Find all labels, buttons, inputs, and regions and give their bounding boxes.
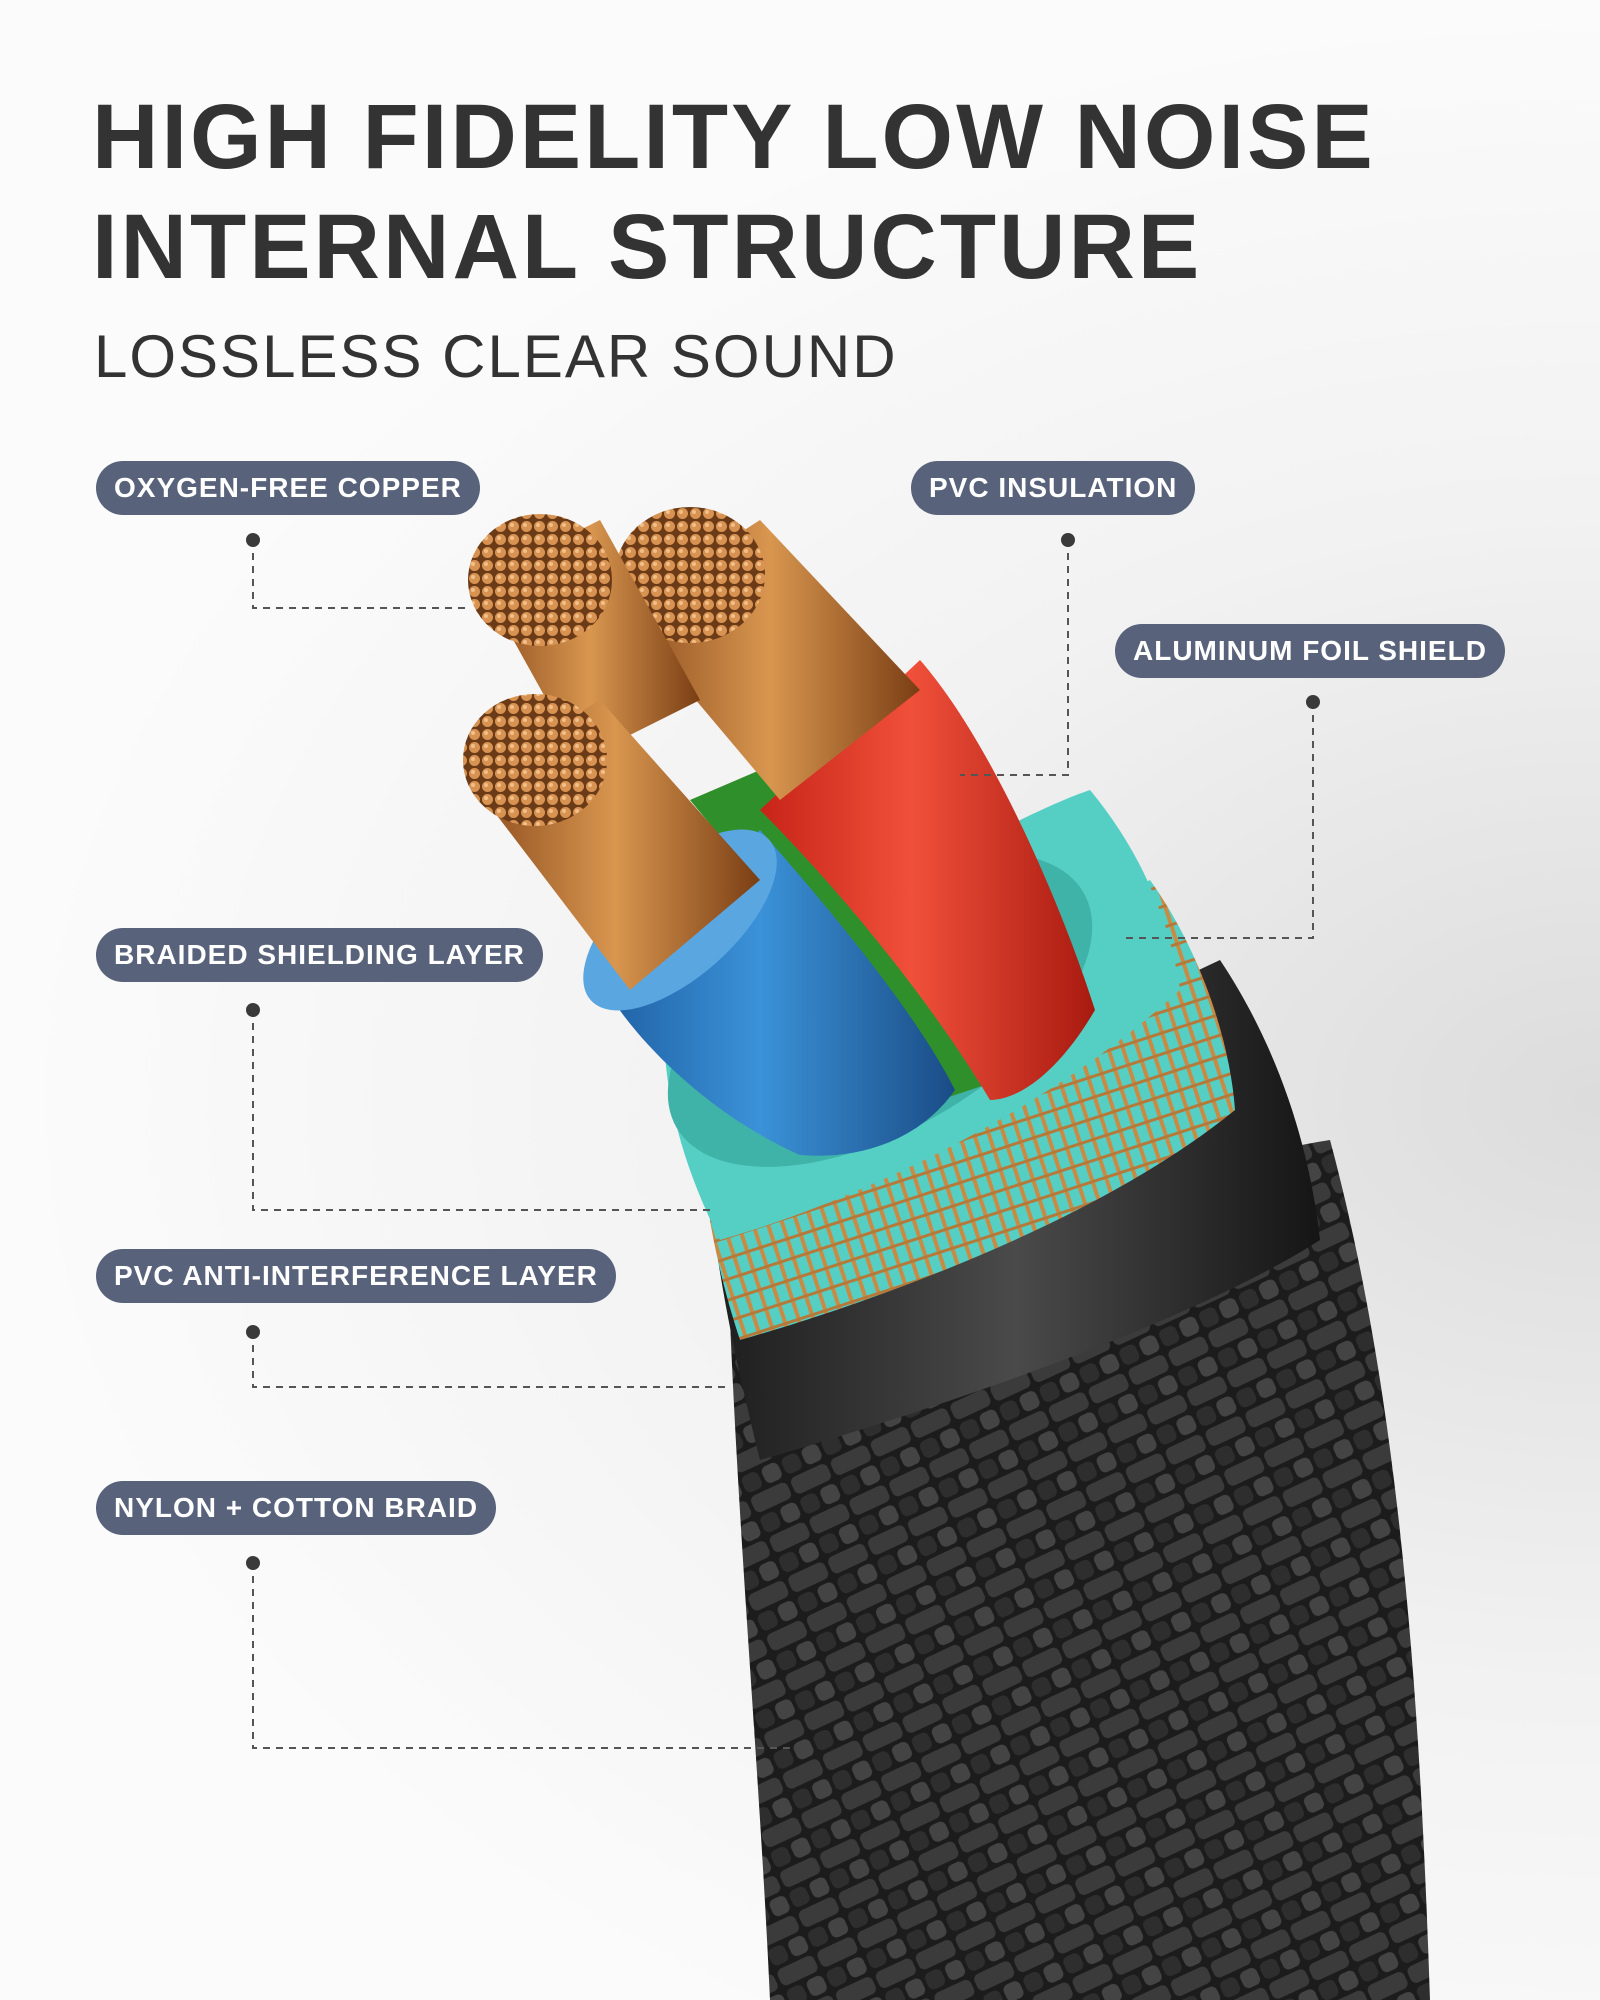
label-oxygen-free-copper: OXYGEN-FREE COPPER: [96, 461, 480, 515]
dot-aluminum-foil-shield: [1306, 695, 1320, 709]
blue-conductor-strand-end: [463, 694, 607, 826]
label-braided-shielding-layer: BRAIDED SHIELDING LAYER: [96, 928, 543, 982]
dot-oxygen-free-copper: [246, 533, 260, 547]
label-aluminum-foil-shield: ALUMINUM FOIL SHIELD: [1115, 624, 1505, 678]
red-conductor-strand-end: [615, 507, 765, 643]
dot-braided-shielding-layer: [246, 1003, 260, 1017]
leader-dots: [246, 533, 1320, 1570]
leader-aluminum-foil-shield: [1125, 702, 1314, 939]
back-copper-strand-end: [468, 514, 612, 646]
leader-oxygen-free-copper: [252, 540, 470, 609]
title-line-1: HIGH FIDELITY LOW NOISE: [92, 86, 1376, 188]
leader-pvc-insulation: [960, 540, 1069, 776]
page-subtitle: LOSSLESS CLEAR SOUND: [94, 323, 898, 390]
leader-braided-shielding-layer: [252, 1010, 710, 1211]
dot-pvc-anti-interference-layer: [246, 1325, 260, 1339]
dot-pvc-insulation: [1061, 533, 1075, 547]
label-pvc-insulation: PVC INSULATION: [911, 461, 1196, 515]
leader-pvc-anti-interference-layer: [252, 1332, 730, 1388]
red-conductor: [760, 660, 1095, 1100]
leader-lines: [252, 540, 1314, 1749]
leader-nylon-cotton-braid: [252, 1563, 790, 1749]
page-title: HIGH FIDELITY LOW NOISE INTERNAL STRUCTU…: [92, 82, 1512, 302]
label-pvc-anti-interference-layer: PVC ANTI-INTERFERENCE LAYER: [96, 1249, 616, 1303]
dot-nylon-cotton-braid: [246, 1556, 260, 1570]
title-line-2: INTERNAL STRUCTURE: [92, 196, 1203, 298]
label-nylon-cotton-braid: NYLON + COTTON BRAID: [96, 1481, 497, 1535]
